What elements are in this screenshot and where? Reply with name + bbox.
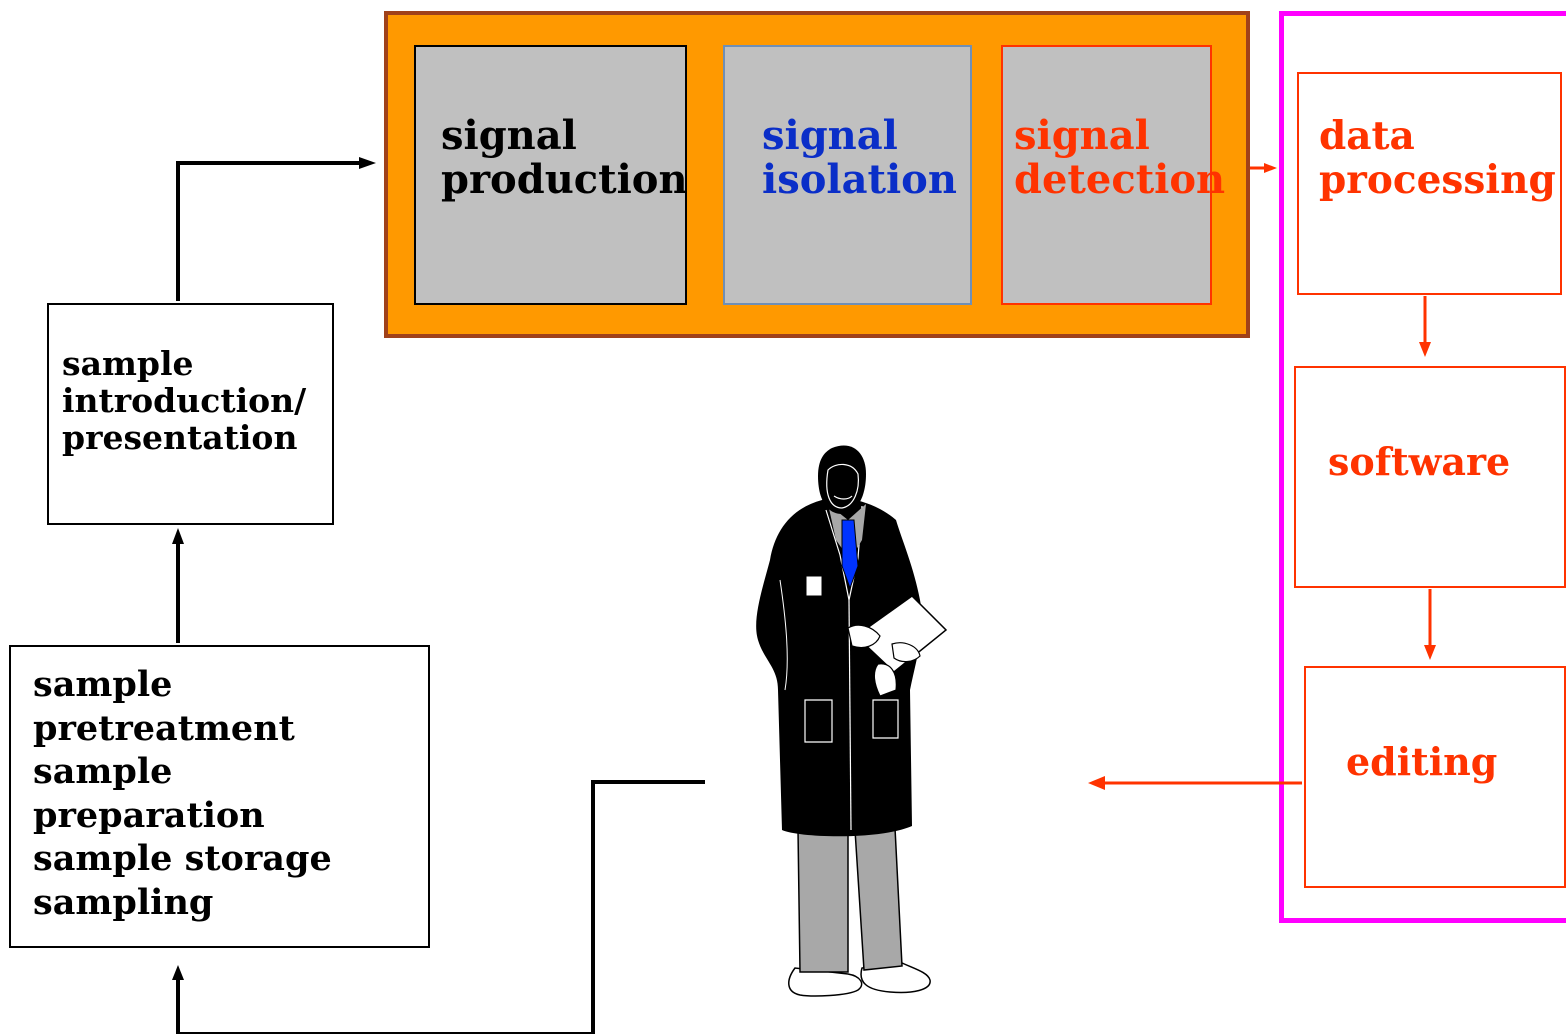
editing-label: editing — [1346, 739, 1498, 784]
sample-introduction-line1: sample — [62, 344, 194, 383]
data-handling-frame — [1279, 11, 1566, 923]
signal-detection-line1: signal — [1014, 112, 1150, 159]
sample-flow-arrows — [172, 157, 705, 1034]
scientist-to-sampling-line — [591, 780, 705, 1034]
detection-to-data-arrow — [1264, 163, 1277, 173]
signal-detection-label: signal detection — [1014, 114, 1225, 202]
sample-pretreatment-box — [9, 645, 430, 948]
signal-isolation-line2: isolation — [762, 156, 957, 203]
data-processing-box — [1297, 72, 1562, 295]
signal-detection-line2: detection — [1014, 156, 1226, 203]
sample-introduction-line2: introduction/ — [62, 381, 307, 420]
software-label: software — [1328, 439, 1511, 484]
signal-production-label: signal production — [441, 114, 688, 202]
signal-production-box — [414, 45, 687, 305]
signal-isolation-label: signal isolation — [762, 114, 957, 202]
sample-pretreatment-line4: preparation — [33, 794, 265, 836]
editing-box — [1304, 666, 1566, 888]
signal-isolation-box — [723, 45, 972, 305]
data-processing-label: data processing — [1319, 114, 1556, 202]
data-processing-line1: data — [1319, 113, 1415, 159]
sample-pretreatment-label: sample pretreatment sample preparation s… — [33, 663, 332, 924]
sample-introduction-box — [47, 303, 334, 525]
sample-introduction-label: sample introduction/ presentation — [62, 345, 306, 456]
editing-to-scientist-arrow — [1088, 776, 1105, 790]
pretreatment-to-introduction-arrow — [172, 528, 184, 544]
software-to-editing-arrow — [1424, 645, 1436, 660]
sampling-up-arrow — [172, 965, 184, 980]
data-processing-line2: processing — [1319, 157, 1556, 203]
signal-isolation-line1: signal — [762, 112, 898, 159]
introduction-to-instrument-line — [176, 161, 360, 301]
signal-detection-box — [1001, 45, 1212, 305]
processing-to-software-arrow — [1419, 342, 1431, 357]
introduction-to-instrument-arrow — [359, 157, 376, 169]
sample-pretreatment-line1: sample — [33, 664, 173, 705]
sample-pretreatment-line5: sample storage — [33, 838, 332, 879]
sample-pretreatment-line2: pretreatment — [33, 707, 295, 749]
sample-pretreatment-line6: sampling — [33, 881, 214, 923]
sample-introduction-line3: presentation — [62, 418, 298, 457]
signal-production-line1: signal — [441, 112, 577, 159]
data-flow-arrows — [1088, 163, 1436, 790]
software-box — [1294, 366, 1566, 588]
signal-production-line2: production — [441, 156, 688, 203]
scientist-in-lab-coat-icon — [756, 445, 948, 997]
sample-pretreatment-line3: sample — [33, 751, 173, 792]
